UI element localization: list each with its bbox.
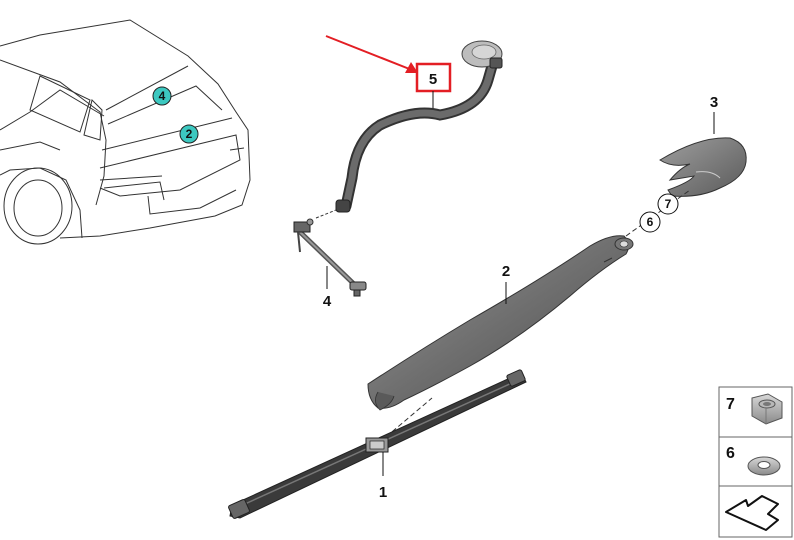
callout-3-label: 3 xyxy=(710,94,718,111)
highlight-arrow xyxy=(325,35,413,71)
highlight-arrow-head xyxy=(405,62,418,73)
spray-nozzle-part xyxy=(293,209,367,297)
legend-item-6-label: 6 xyxy=(726,445,735,462)
hex-nut-icon xyxy=(751,393,783,425)
callout-2-label: 2 xyxy=(502,263,510,280)
car-marker-2: 2 xyxy=(179,124,199,144)
washer-hose-part xyxy=(335,40,503,213)
wiper-cap-part xyxy=(659,137,747,197)
svg-text:4: 4 xyxy=(159,89,166,103)
car-marker-4: 4 xyxy=(152,86,172,106)
svg-text:2: 2 xyxy=(186,127,193,141)
svg-text:6: 6 xyxy=(647,215,654,229)
car-outline xyxy=(0,19,251,245)
callout-6: 6 xyxy=(639,211,661,233)
callout-4-label: 4 xyxy=(323,293,332,310)
assembly-line-arm-cap xyxy=(625,189,691,237)
callout-7: 7 xyxy=(657,193,679,215)
svg-text:7: 7 xyxy=(665,197,672,211)
wiper-blade-part xyxy=(228,369,527,519)
back-arrow-icon[interactable] xyxy=(725,495,779,531)
washer-icon xyxy=(747,456,781,476)
legend-item-7-label: 7 xyxy=(726,396,735,413)
callout-5-label: 5 xyxy=(429,71,437,88)
callout-1-label: 1 xyxy=(379,484,387,501)
